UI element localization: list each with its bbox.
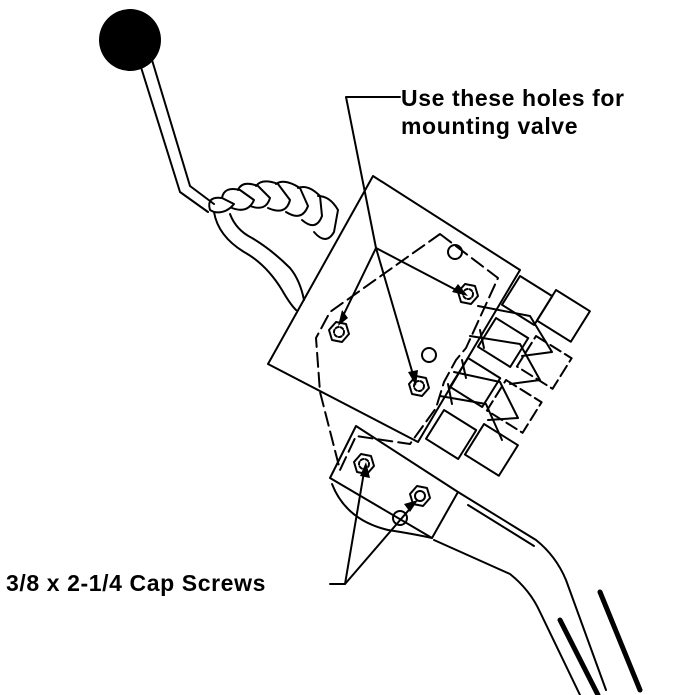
- cap-screws-label: 3/8 x 2-1/4 Cap Screws: [6, 570, 266, 596]
- arrowhead: [360, 462, 370, 478]
- arrowhead: [452, 284, 468, 296]
- control-knob: [99, 9, 161, 71]
- frame-tube: [433, 491, 607, 695]
- valve-sections: [424, 275, 591, 477]
- handle-rod: [139, 59, 215, 213]
- rubber-boot: [208, 180, 339, 311]
- arrowhead: [404, 500, 418, 512]
- leader-lines-bottom: [329, 471, 415, 585]
- valve-body-outline: [315, 233, 499, 471]
- frame-tube-edges: [557, 589, 643, 695]
- arrowhead: [408, 370, 418, 386]
- bracket-lobe: [331, 483, 433, 539]
- mounting-holes-label-line2: mounting valve: [401, 113, 579, 139]
- mounting-holes-label-line1: Use these holes for: [401, 85, 625, 111]
- arrowhead: [338, 310, 348, 326]
- bracket-hole: [392, 510, 408, 526]
- plate-hole-lower: [421, 347, 437, 363]
- plate-hole-upper: [447, 244, 463, 260]
- leader-lines-top: [341, 96, 461, 379]
- mounting-holes-label: Use these holes for mounting valve: [401, 84, 625, 140]
- upper-mounting-plate: [267, 175, 521, 443]
- mounting-screw-left: [328, 321, 350, 343]
